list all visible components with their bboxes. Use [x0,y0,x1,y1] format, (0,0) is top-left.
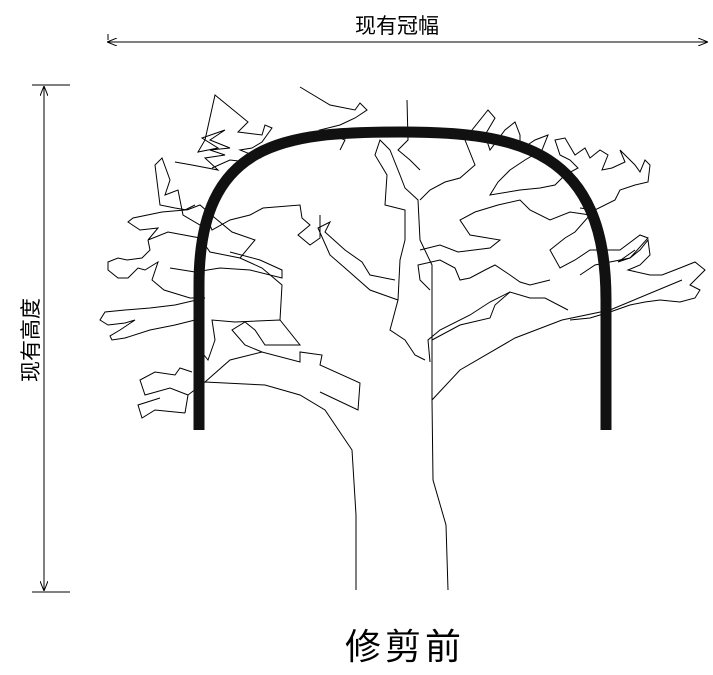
branch-left-small-2 [137,397,186,419]
branch-center-left [317,220,399,301]
branch-left-lower [204,351,361,411]
branch-left-side [99,239,206,341]
branch-right-mid [427,291,511,363]
twig-upper-left [174,94,273,171]
height-label: 现有高度 [19,298,43,382]
branch-left-mid [199,319,302,362]
branch-right-upper [419,199,649,269]
tree-outline [99,86,706,591]
branch-right-mid-2 [417,259,551,291]
tree-trunk [184,381,357,590]
tree-trunk-right [431,279,683,591]
branch-right-top [419,109,651,211]
trunk-center [374,139,433,400]
branch-right-lower [431,291,569,341]
support-arch [193,126,612,430]
crown-width-label: 现有冠幅 [355,14,439,38]
branch-left-top [154,157,321,259]
branch-left-cross [169,251,283,279]
branch-left-small-1 [139,367,193,396]
caption-before-pruning: 修剪前 [345,627,466,668]
branch-right-side [569,238,706,321]
